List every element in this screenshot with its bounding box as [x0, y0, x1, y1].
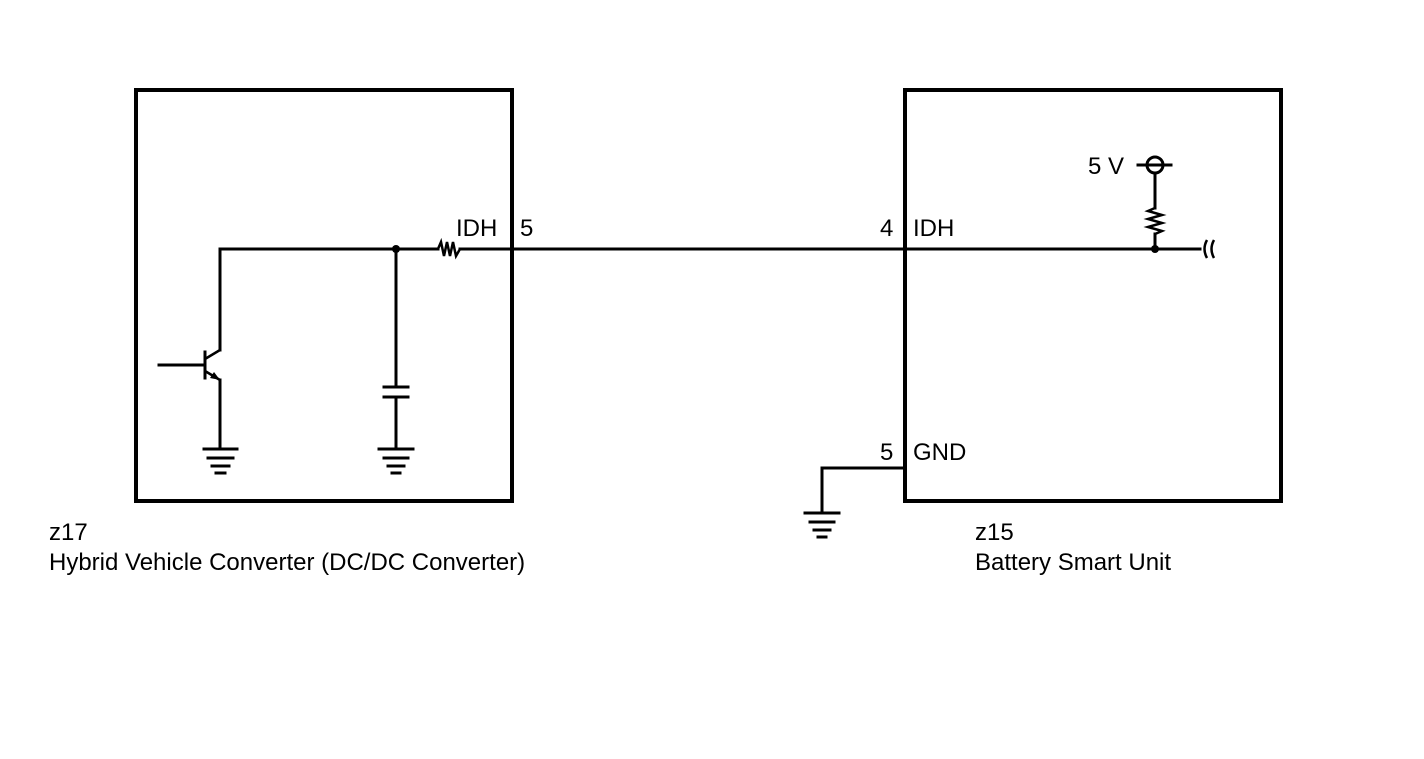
- left-unit-code: z17: [49, 519, 88, 546]
- resistor-symbol: [436, 237, 462, 260]
- right-terminal-signal-idh: IDH: [913, 215, 954, 242]
- left-unit-name: Hybrid Vehicle Converter (DC/DC Converte…: [49, 549, 525, 576]
- left-terminal-signal: IDH: [456, 215, 497, 242]
- right-unit-name: Battery Smart Unit: [975, 549, 1171, 576]
- continuation-break-icon: [1203, 239, 1216, 259]
- right-terminal-pin-idh: 4: [880, 215, 893, 242]
- right-terminal-signal-gnd: GND: [913, 439, 966, 466]
- ground-icon: [803, 511, 841, 539]
- right-terminal-pin-gnd: 5: [880, 439, 893, 466]
- ground-icon: [377, 447, 415, 475]
- z17-unit-box: [134, 88, 514, 503]
- ground-icon: [202, 447, 239, 475]
- gnd-wire: [820, 466, 907, 514]
- supply-terminal-icon: [1136, 155, 1173, 175]
- left-terminal-pin: 5: [520, 215, 533, 242]
- supply-voltage-label: 5 V: [1088, 153, 1124, 180]
- transistor-symbol: [157, 348, 221, 382]
- z15-unit-box: [903, 88, 1283, 503]
- pullup-resistor-symbol: [1143, 206, 1167, 236]
- right-unit-code: z15: [975, 519, 1014, 546]
